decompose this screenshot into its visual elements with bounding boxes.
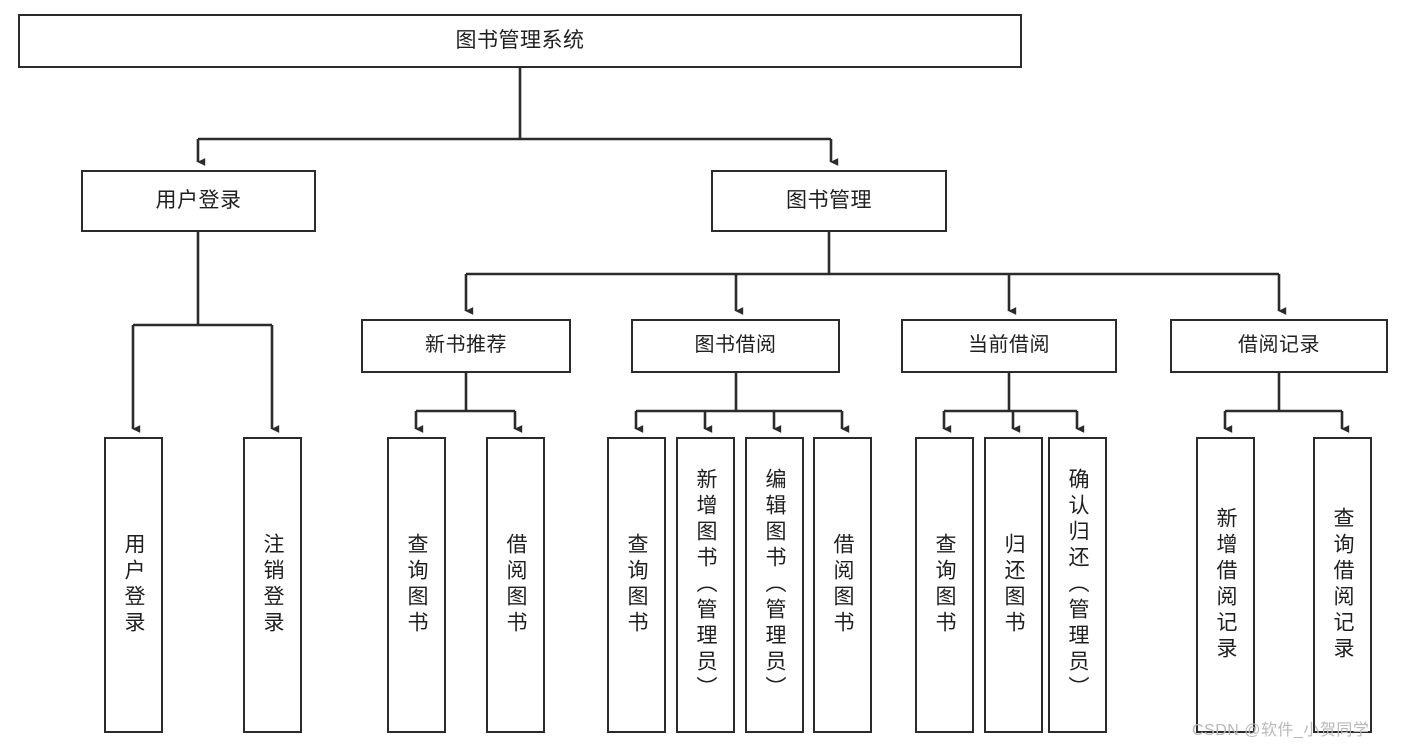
node-leaf-borrow-book-2-label: 借阅图书 [831,533,854,637]
node-leaf-borrow-book-2[interactable]: 借阅图书 [813,437,872,733]
node-current-borrow[interactable]: 当前借阅 [901,319,1117,373]
node-leaf-user-login[interactable]: 用户登录 [104,437,163,733]
csdn-watermark: CSDN @软件_小贺同学 [1192,722,1370,739]
node-book-manage-label: 图书管理 [786,188,872,212]
node-leaf-query-book-1[interactable]: 查询图书 [387,437,446,733]
node-leaf-return-book[interactable]: 归还图书 [984,437,1043,733]
node-book-manage[interactable]: 图书管理 [711,170,947,232]
node-leaf-edit-book-admin[interactable]: 编辑图书（管理员） [745,437,804,733]
node-leaf-add-borrow-record-label: 新增借阅记录 [1214,507,1237,663]
node-leaf-return-book-label: 归还图书 [1002,533,1025,637]
node-current-borrow-label: 当前借阅 [968,334,1050,357]
node-leaf-borrow-book-1[interactable]: 借阅图书 [486,437,545,733]
node-root[interactable]: 图书管理系统 [18,14,1022,68]
node-leaf-add-book-admin[interactable]: 新增图书（管理员） [676,437,735,733]
node-new-book-recommend-label: 新书推荐 [425,334,507,357]
node-leaf-query-book-3-label: 查询图书 [933,533,956,637]
node-leaf-user-logout[interactable]: 注销登录 [243,437,302,733]
node-leaf-add-borrow-record[interactable]: 新增借阅记录 [1196,437,1255,733]
node-leaf-query-book-2-label: 查询图书 [625,533,648,637]
node-new-book-recommend[interactable]: 新书推荐 [361,319,571,373]
node-leaf-query-book-1-label: 查询图书 [405,533,428,637]
node-leaf-user-login-label: 用户登录 [122,533,145,637]
node-leaf-edit-book-admin-label: 编辑图书（管理员） [763,468,786,702]
node-leaf-query-book-3[interactable]: 查询图书 [915,437,974,733]
node-user-login-label: 用户登录 [155,188,242,212]
node-leaf-user-logout-label: 注销登录 [261,533,284,637]
node-root-label: 图书管理系统 [455,28,585,52]
node-leaf-query-book-2[interactable]: 查询图书 [607,437,666,733]
node-leaf-query-borrow-record-label: 查询借阅记录 [1331,507,1354,663]
node-leaf-add-book-admin-label: 新增图书（管理员） [694,468,717,702]
node-user-login[interactable]: 用户登录 [81,170,316,232]
node-leaf-query-borrow-record[interactable]: 查询借阅记录 [1313,437,1372,733]
node-book-borrow[interactable]: 图书借阅 [631,319,840,373]
node-leaf-confirm-return-admin-label: 确认归还（管理员） [1066,468,1089,702]
node-borrow-record-label: 借阅记录 [1238,334,1320,357]
node-borrow-record[interactable]: 借阅记录 [1170,319,1388,373]
node-book-borrow-label: 图书借阅 [694,334,777,357]
node-leaf-confirm-return-admin[interactable]: 确认归还（管理员） [1048,437,1107,733]
node-leaf-borrow-book-1-label: 借阅图书 [504,533,527,637]
